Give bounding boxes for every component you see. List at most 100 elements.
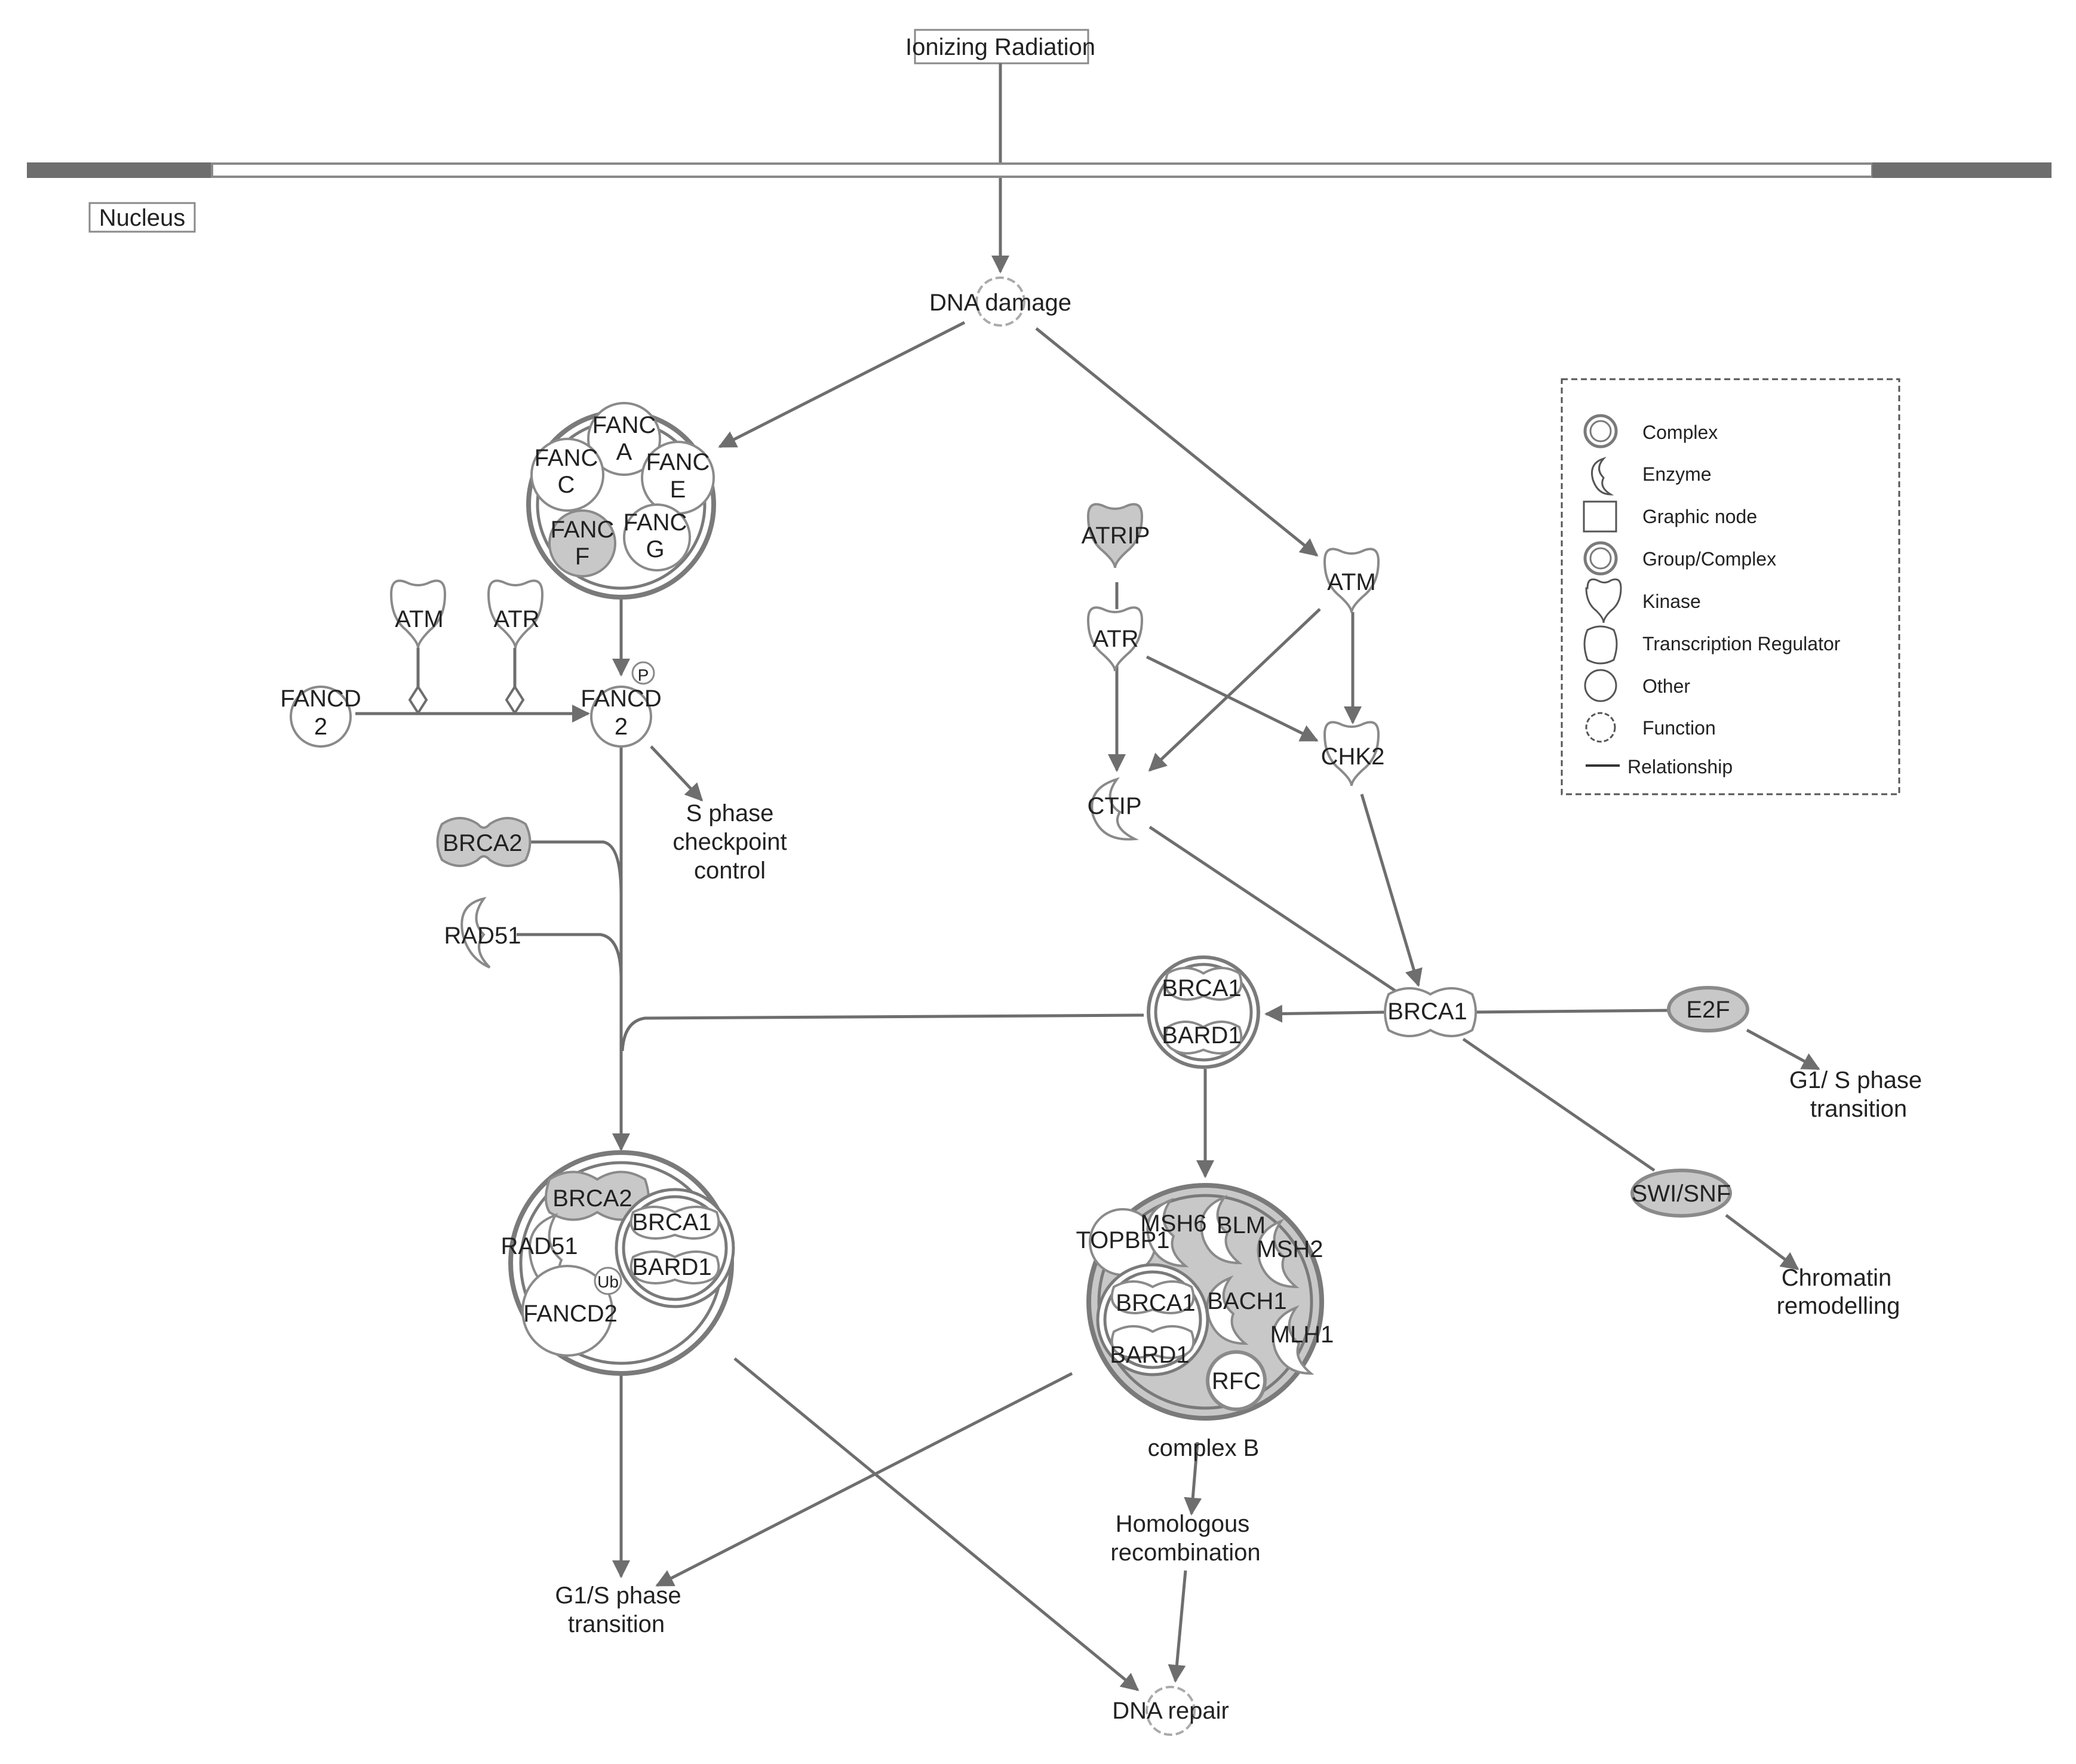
edge-atr-chk2	[1146, 655, 1319, 742]
svg-text:remodelling: remodelling	[1777, 1293, 1900, 1319]
svg-text:FANC: FANC	[535, 445, 598, 471]
mlh1-node	[1272, 1305, 1315, 1375]
edge-atm-ctip	[1148, 608, 1321, 772]
chromatin-remodelling-node[interactable]: Chromatin remodelling	[1777, 1265, 1900, 1319]
svg-text:C: C	[558, 472, 575, 498]
svg-text:FANC: FANC	[551, 517, 615, 543]
svg-text:FANC: FANC	[624, 509, 687, 536]
svg-text:FANCD: FANCD	[280, 686, 361, 712]
fancd2-phospho-node[interactable]: P FANCD 2	[581, 661, 662, 748]
svg-text:BRCA2: BRCA2	[552, 1185, 632, 1212]
brca1-bard1-complex[interactable]: BRCA1 BARD1	[1147, 955, 1260, 1069]
svg-text:control: control	[694, 858, 766, 884]
edge-dnadamage-atm	[1035, 327, 1319, 557]
dna-repair-node[interactable]: DNA repair	[1112, 1686, 1229, 1736]
function-icon	[1585, 712, 1616, 743]
svg-text:BRCA1: BRCA1	[1162, 975, 1241, 1001]
atrip-node[interactable]: ATRIP	[1082, 503, 1150, 568]
edge-complex-dnarepair	[733, 1357, 1140, 1691]
dna-damage-node[interactable]: DNA damage	[929, 276, 1071, 327]
svg-text:checkpoint: checkpoint	[672, 829, 787, 855]
atr-right-node[interactable]: ATR	[1086, 606, 1144, 672]
svg-text:BRCA2: BRCA2	[443, 830, 522, 856]
svg-text:Homologous: Homologous	[1116, 1511, 1250, 1537]
chk2-node[interactable]: CHK2	[1321, 721, 1385, 786]
svg-text:SWI/SNF: SWI/SNF	[1632, 1181, 1731, 1207]
msh2-node	[1257, 1218, 1300, 1289]
svg-text:BARD1: BARD1	[1162, 1022, 1241, 1049]
svg-text:A: A	[616, 439, 632, 465]
atm-right-node[interactable]: ATM	[1323, 548, 1380, 613]
swisnf-node[interactable]: SWI/SNF	[1630, 1169, 1732, 1218]
enzyme-icon	[1591, 456, 1614, 496]
svg-text:BRCA1: BRCA1	[1116, 1290, 1195, 1316]
svg-text:DNA damage: DNA damage	[929, 290, 1071, 316]
edge-dnadamage-fanc	[718, 321, 966, 448]
svg-text:Transcription Regulator: Transcription Regulator	[1642, 633, 1841, 654]
fanc-core-complex[interactable]: FANC A FANC C FANC E FANC F FANC G	[526, 402, 716, 600]
edge-brca1-complex	[1264, 1004, 1386, 1023]
svg-text:RAD51: RAD51	[444, 923, 521, 949]
svg-text:F: F	[575, 543, 589, 570]
svg-text:ATR: ATR	[1092, 626, 1138, 652]
legend: Complex Enzyme Graphic node Group/Comple…	[1561, 378, 1900, 795]
s-phase-checkpoint-node[interactable]: S phase checkpoint control	[672, 800, 787, 884]
svg-text:BACH1: BACH1	[1207, 1288, 1286, 1314]
edge-swisnf-chromatin	[1725, 1214, 1799, 1270]
svg-text:BRCA1: BRCA1	[1387, 998, 1467, 1025]
svg-text:E: E	[670, 477, 686, 503]
svg-text:BRCA1: BRCA1	[632, 1209, 711, 1236]
e2f-node[interactable]: E2F	[1667, 986, 1749, 1032]
svg-text:ATM: ATM	[395, 606, 443, 632]
svg-text:ATRIP: ATRIP	[1082, 523, 1150, 549]
svg-text:FANC: FANC	[646, 449, 710, 475]
homologous-recombination-node[interactable]: Homologous recombination	[1110, 1511, 1260, 1566]
graphic-node-icon	[1583, 500, 1617, 533]
bach1-node	[1206, 1275, 1249, 1345]
edge-chk2-brca1	[1360, 794, 1423, 987]
svg-text:FANCD: FANCD	[581, 686, 662, 712]
group-complex-icon	[1583, 541, 1618, 576]
svg-text:BARD1: BARD1	[632, 1254, 711, 1280]
ctip-node[interactable]: CTIP	[1087, 777, 1142, 841]
brca2-rad51-brca1-fancd2-complex[interactable]: BRCA2 RAD51 BRCA1 BARD1 Ub FANCD2	[501, 1150, 735, 1376]
svg-text:Other: Other	[1642, 675, 1690, 697]
atr-left-node[interactable]: ATR	[487, 579, 544, 649]
g1s-left-node[interactable]: G1/S phase transition	[555, 1582, 681, 1637]
diamond-atr	[505, 684, 525, 715]
complex-b-label: complex B	[1148, 1435, 1260, 1461]
atm-left-node[interactable]: ATM	[389, 579, 447, 649]
svg-text:Ionizing Radiation: Ionizing Radiation	[905, 34, 1095, 60]
svg-text:Graphic node: Graphic node	[1642, 506, 1757, 527]
svg-text:transition: transition	[568, 1611, 665, 1637]
svg-text:G1/ S phase: G1/ S phase	[1789, 1067, 1922, 1093]
edge-rad51	[517, 933, 623, 980]
edge-e2f-g1s	[1746, 1028, 1820, 1071]
svg-text:Function: Function	[1642, 717, 1716, 739]
svg-text:MSH6: MSH6	[1140, 1210, 1206, 1237]
ionizing-radiation-node[interactable]: Ionizing Radiation	[905, 29, 1095, 64]
brca1-node[interactable]: BRCA1	[1384, 987, 1477, 1037]
kinase-icon	[1585, 578, 1622, 623]
fancf-node	[548, 509, 616, 577]
edge-ctip-brca1	[1148, 825, 1402, 996]
edge-homologous-dnarepair	[1168, 1570, 1187, 1683]
transcription-regulator-icon	[1583, 625, 1618, 665]
rad51-node[interactable]: RAD51	[444, 896, 521, 969]
fancd2-node[interactable]: FANCD 2	[280, 686, 361, 748]
svg-text:E2F: E2F	[1686, 997, 1730, 1023]
svg-text:Kinase: Kinase	[1642, 591, 1701, 612]
svg-text:G1/S phase: G1/S phase	[555, 1582, 681, 1609]
other-icon	[1584, 669, 1617, 702]
svg-text:Nucleus: Nucleus	[99, 205, 186, 231]
complex-b[interactable]: TOPBP1 MSH6 BLM MSH2 BRCA1 BACH1 BARD1 M…	[1076, 1183, 1334, 1421]
svg-text:RAD51: RAD51	[501, 1233, 578, 1259]
brca2-node[interactable]: BRCA2	[436, 817, 532, 867]
fancc-node	[530, 438, 604, 512]
g1s-right-node[interactable]: G1/ S phase transition	[1789, 1067, 1922, 1122]
phospho-badge	[631, 661, 655, 685]
svg-text:Relationship: Relationship	[1627, 756, 1733, 777]
svg-text:2: 2	[615, 714, 628, 740]
svg-text:transition: transition	[1810, 1096, 1907, 1122]
